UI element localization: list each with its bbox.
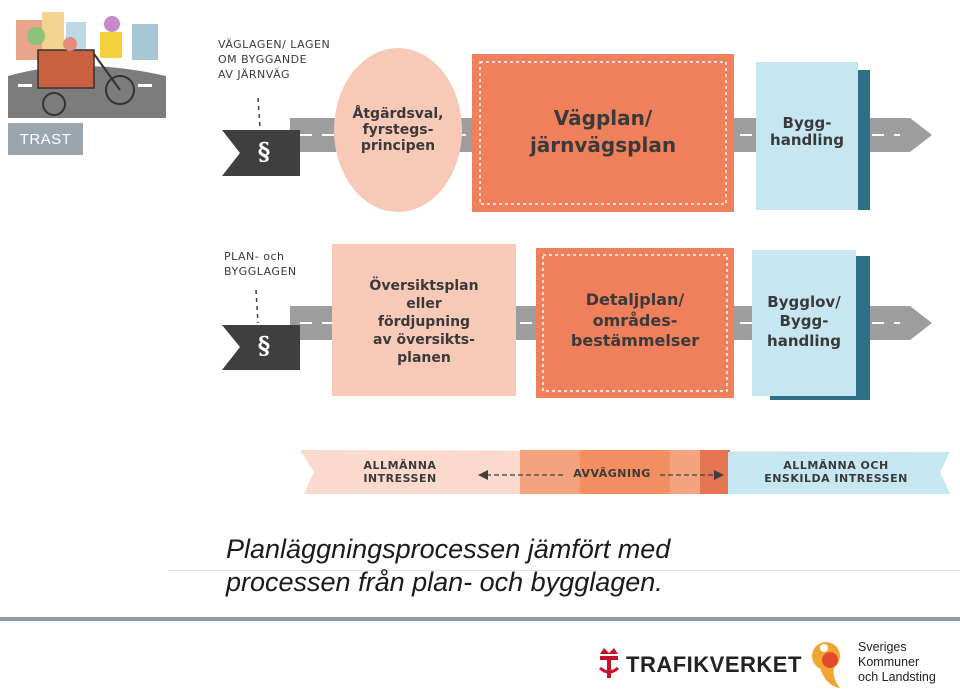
row1-law-label: VÄGLAGEN/ LAGEN OM BYGGANDE AV JÄRNVÄG	[218, 38, 331, 81]
row2-first-box-text: Översiktsplan eller fördjupning av övers…	[369, 277, 479, 367]
balance-right-text: ALLMÄNNA OCH ENSKILDA INTRESSEN	[764, 459, 908, 485]
caption: Planläggningsprocessen jämfört med proce…	[226, 534, 671, 597]
cargo-bike-illustration	[8, 6, 166, 118]
row1-main-box	[472, 54, 734, 212]
row2-main-box-text: Detaljplan/ områdes- bestämmelser	[570, 289, 700, 351]
row1-circle-text: Åtgärdsval, fyrstegs- principen	[352, 105, 444, 155]
balance-left-text: ALLMÄNNA INTRESSEN	[363, 459, 437, 485]
row1-end-box	[756, 62, 870, 210]
row2-first-box	[332, 244, 516, 396]
row2-main-box	[536, 248, 734, 398]
skl-logo-text: Sveriges Kommuner och Landsting	[858, 640, 936, 684]
row2-paragraph-symbol: §	[257, 331, 271, 360]
trafikverket-crown-icon	[599, 648, 619, 678]
balance-center-text: AVVÄGNING	[573, 466, 651, 480]
row1-paragraph-symbol: §	[257, 137, 271, 166]
trast-tab[interactable]: TRAST	[8, 123, 83, 155]
row2-law-label: PLAN- och BYGGLAGEN	[224, 250, 297, 278]
footer-divider	[0, 617, 960, 621]
skl-logo-icon	[812, 642, 840, 688]
planning-process-diagram	[222, 48, 950, 494]
caption-divider	[168, 570, 960, 571]
row1-circle	[334, 48, 462, 212]
row2-end-box-text: Bygglov/ Bygg- handling	[767, 292, 841, 350]
row2-paragraph-banner	[222, 289, 300, 370]
row1-main-box-text: Vägplan/ järnvägsplan	[529, 106, 677, 157]
row1-end-box-text: Bygg- handling	[770, 113, 844, 149]
balance-bar	[300, 450, 950, 494]
row1-paragraph-banner	[222, 97, 300, 176]
row2-end-box	[752, 250, 870, 400]
trafikverket-logo-text: TRAFIKVERKET	[626, 652, 802, 677]
